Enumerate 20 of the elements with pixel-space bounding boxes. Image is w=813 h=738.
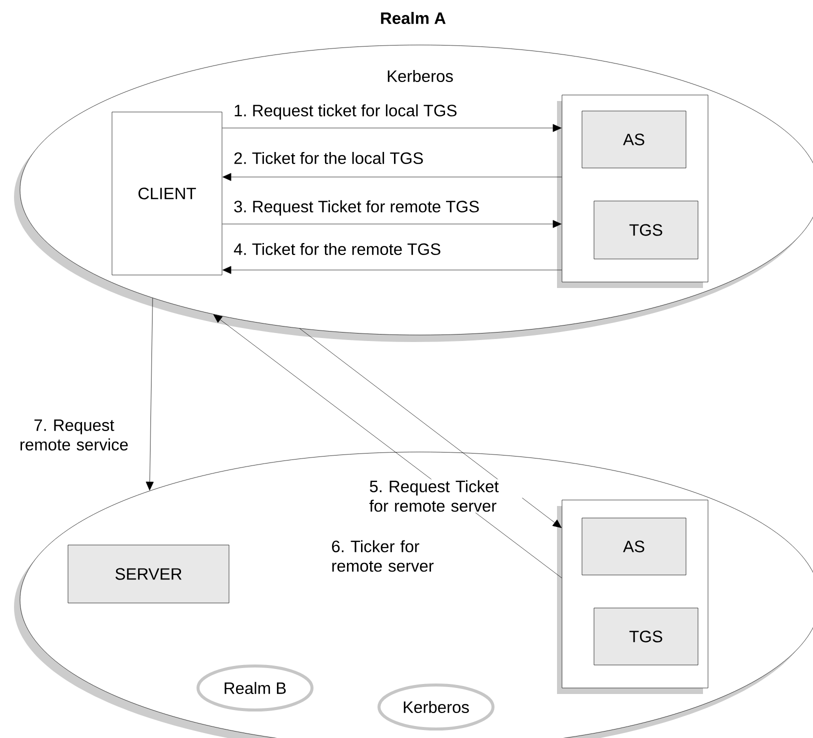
edge-label: 5. Request Ticket for remote server: [368, 479, 522, 513]
edge-label: 7. Request remote service: [20, 419, 128, 450]
edge-label: 6. Ticker for remote server: [332, 540, 434, 572]
title: Realm A: [381, 12, 446, 24]
arrow: [222, 173, 562, 181]
service-box: SERVER: [68, 544, 230, 604]
service-box: TGS: [594, 608, 698, 666]
client-box: CLIENT: [112, 112, 222, 276]
arrow: [222, 220, 562, 228]
edge-label: 4. Ticket for the remote TGS: [234, 242, 440, 256]
edge-label: 1. Request ticket for local TGS: [234, 104, 456, 120]
node-label: Kerberos: [388, 70, 453, 82]
service-box: TGS: [594, 200, 698, 260]
edge-label: 3. Request Ticket for remote TGS: [234, 200, 479, 216]
arrow: [222, 266, 562, 274]
edge-label: 2. Ticket for the local TGS: [234, 152, 423, 164]
service-box: AS: [582, 518, 686, 576]
arrow: [222, 124, 562, 132]
arrow: [299, 328, 562, 528]
service-box: AS: [582, 110, 686, 168]
